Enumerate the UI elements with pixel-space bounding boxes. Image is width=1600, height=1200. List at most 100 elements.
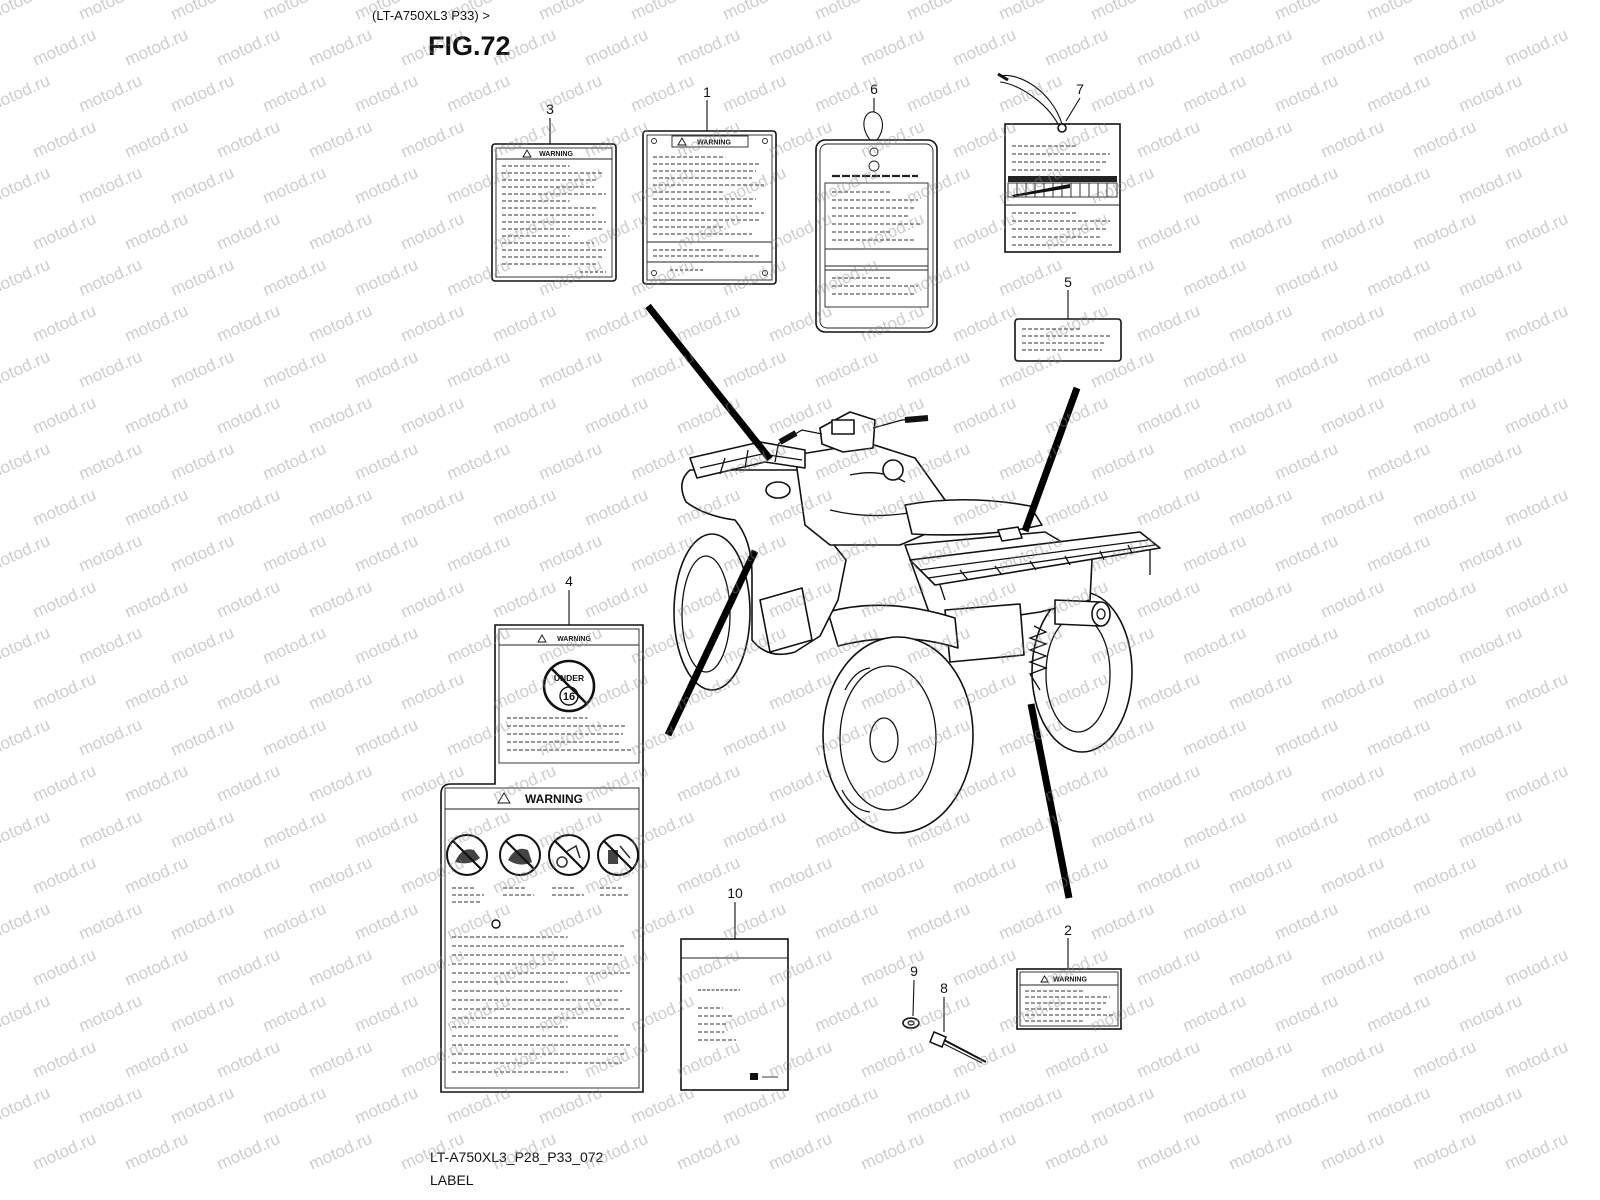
watermark-text: motod.ru bbox=[0, 715, 53, 760]
watermark-text: motod.ru bbox=[904, 71, 973, 116]
watermark-text: motod.ru bbox=[214, 669, 283, 714]
pointer-line-label-1 bbox=[645, 303, 773, 462]
watermark-text: motod.ru bbox=[582, 393, 651, 438]
watermark-text: motod.ru bbox=[1272, 715, 1341, 760]
age-limit-icon: UNDER 16 bbox=[542, 659, 596, 713]
tag-string-loop bbox=[863, 111, 883, 141]
label-2-heading: WARNING bbox=[1053, 977, 1087, 984]
pointer-lines bbox=[645, 303, 1081, 899]
watermark-text: motod.ru bbox=[260, 71, 329, 116]
watermark-text: motod.ru bbox=[122, 853, 191, 898]
watermark-text: motod.ru bbox=[1410, 761, 1479, 806]
watermark-text: motod.ru bbox=[582, 301, 651, 346]
prohibition-icon bbox=[597, 834, 639, 876]
watermark-text: motod.ru bbox=[30, 1129, 99, 1174]
watermark-text: motod.ru bbox=[1042, 485, 1111, 530]
watermark-text: motod.ru bbox=[306, 117, 375, 162]
watermark-text: motod.ru bbox=[30, 301, 99, 346]
watermark-text: motod.ru bbox=[76, 531, 145, 576]
watermark-text: motod.ru bbox=[260, 1083, 329, 1128]
watermark-text: motod.ru bbox=[536, 347, 605, 392]
prohibition-icon bbox=[548, 834, 590, 876]
watermark-text: motod.ru bbox=[1318, 301, 1387, 346]
watermark-text: motod.ru bbox=[398, 485, 467, 530]
right-grip bbox=[904, 415, 929, 423]
watermark-text: motod.ru bbox=[490, 301, 559, 346]
watermark-text: motod.ru bbox=[1410, 577, 1479, 622]
watermark-text: motod.ru bbox=[260, 807, 329, 852]
watermark-text: motod.ru bbox=[214, 117, 283, 162]
watermark-text: motod.ru bbox=[30, 25, 99, 70]
watermark-text: motod.ru bbox=[1318, 25, 1387, 70]
watermark-text: motod.ru bbox=[674, 301, 743, 346]
watermark-text: motod.ru bbox=[1456, 623, 1525, 668]
meter bbox=[831, 419, 855, 435]
mounting-hole bbox=[762, 270, 768, 276]
watermark-text: motod.ru bbox=[1272, 807, 1341, 852]
watermark-text: motod.ru bbox=[1042, 25, 1111, 70]
watermark-text: motod.ru bbox=[766, 761, 835, 806]
watermark-text: motod.ru bbox=[30, 209, 99, 254]
watermark-text: motod.ru bbox=[720, 71, 789, 116]
watermark-text: motod.ru bbox=[214, 393, 283, 438]
mounting-hole bbox=[651, 270, 657, 276]
watermark-text: motod.ru bbox=[1180, 1083, 1249, 1128]
callout-leader-7 bbox=[1065, 97, 1081, 122]
watermark-text: motod.ru bbox=[168, 347, 237, 392]
watermark-text: motod.ru bbox=[168, 255, 237, 300]
watermark-text: motod.ru bbox=[490, 393, 559, 438]
watermark-text: motod.ru bbox=[1272, 163, 1341, 208]
watermark-text: motod.ru bbox=[1226, 301, 1295, 346]
label-7-text-lines bbox=[1012, 212, 1114, 246]
watermark-text: motod.ru bbox=[122, 25, 191, 70]
watermark-text: motod.ru bbox=[1502, 393, 1571, 438]
watermark-text: motod.ru bbox=[0, 255, 53, 300]
callout-number-9: 9 bbox=[910, 963, 918, 979]
watermark-text: motod.ru bbox=[1180, 715, 1249, 760]
rivet-part-8 bbox=[929, 1031, 987, 1064]
mud-flap bbox=[759, 587, 813, 653]
label-7-text-lines bbox=[1012, 145, 1110, 171]
watermark-text: motod.ru bbox=[76, 623, 145, 668]
label-4-top-text-lines bbox=[507, 717, 631, 751]
age-limit-number: 16 bbox=[563, 691, 575, 703]
figure-number: FIG.72 bbox=[428, 31, 511, 61]
watermark-text: motod.ru bbox=[950, 393, 1019, 438]
label-2-text-lines bbox=[1025, 990, 1114, 1022]
watermark-text: motod.ru bbox=[1180, 255, 1249, 300]
watermark-text: motod.ru bbox=[996, 1083, 1065, 1128]
watermark-text: motod.ru bbox=[1410, 485, 1479, 530]
watermark-text: motod.ru bbox=[1410, 669, 1479, 714]
watermark-text: motod.ru bbox=[1456, 71, 1525, 116]
watermark-text: motod.ru bbox=[1502, 25, 1571, 70]
watermark-text: motod.ru bbox=[214, 25, 283, 70]
watermark-text: motod.ru bbox=[1456, 991, 1525, 1036]
label-1-heading: WARNING bbox=[697, 140, 731, 147]
warning-triangle-icon bbox=[537, 634, 547, 643]
watermark-text: motod.ru bbox=[1272, 991, 1341, 1036]
watermark-text: motod.ru bbox=[214, 1037, 283, 1082]
watermark-text: motod.ru bbox=[1272, 255, 1341, 300]
watermark-text: motod.ru bbox=[168, 623, 237, 668]
watermark-text: motod.ru bbox=[398, 117, 467, 162]
diagram-title: LABEL bbox=[430, 1172, 474, 1188]
watermark-text: motod.ru bbox=[1364, 807, 1433, 852]
watermark-text: motod.ru bbox=[1318, 117, 1387, 162]
watermark-text: motod.ru bbox=[1088, 899, 1157, 944]
watermark-text: motod.ru bbox=[1502, 761, 1571, 806]
watermark-text: motod.ru bbox=[352, 807, 421, 852]
warning-triangle-icon bbox=[497, 792, 511, 804]
watermark-text: motod.ru bbox=[352, 715, 421, 760]
label-5-text-lines bbox=[1022, 328, 1110, 351]
label-7 bbox=[997, 72, 1121, 253]
watermark-text: motod.ru bbox=[306, 577, 375, 622]
label-4-icon-captions bbox=[452, 887, 484, 903]
watermark-text: motod.ru bbox=[76, 1083, 145, 1128]
watermark-text: motod.ru bbox=[122, 945, 191, 990]
callout-number-8: 8 bbox=[940, 980, 948, 996]
watermark-text: motod.ru bbox=[812, 347, 881, 392]
prohibition-icon bbox=[499, 834, 541, 876]
label-4: WARNING UNDER 16 WARNING bbox=[440, 624, 644, 1093]
watermark-text: motod.ru bbox=[76, 0, 145, 24]
watermark-text: motod.ru bbox=[996, 0, 1065, 24]
